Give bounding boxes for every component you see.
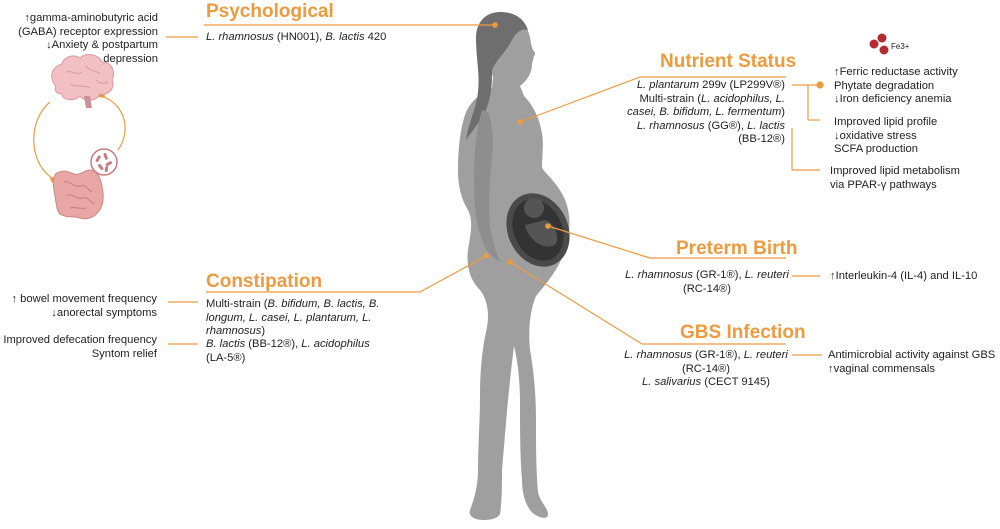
- strain-text: (HN001),: [273, 31, 326, 43]
- species-name: L. reuteri: [744, 269, 789, 281]
- psychological-title: Psychological: [206, 1, 334, 22]
- species-name: rhamnosus: [206, 325, 262, 338]
- strain-line: casei, B. bifidum, L. fermentum): [627, 106, 785, 120]
- species-name: L. rhamnosus: [625, 269, 693, 281]
- text-line: Syntom relief: [91, 347, 157, 360]
- strain-text: (GR-1®),: [691, 349, 744, 361]
- preterm-birth-title: Preterm Birth: [676, 238, 798, 259]
- strain-line: L. rhamnosus (GR-1®), L. reuteri: [618, 269, 796, 283]
- nutrient-status-title: Nutrient Status: [660, 51, 797, 72]
- species-name: L. plantarum: [636, 79, 700, 91]
- iron-label: Fe3+: [891, 42, 910, 51]
- text-line: Antimicrobial activity against GBS: [828, 349, 996, 361]
- text-line: ↑vaginal commensals: [828, 362, 935, 375]
- strain-text: 420: [364, 31, 387, 43]
- fetus-icon: [506, 193, 570, 267]
- constipation-title: Constipation: [206, 271, 323, 292]
- text-line: ↓anorectal symptoms: [51, 306, 157, 319]
- strain-text: (GR-1®),: [692, 269, 745, 281]
- preterm-strains: L. rhamnosus (GR-1®), L. reuteri(RC-14®): [618, 269, 796, 296]
- intestine-icon: [52, 169, 104, 220]
- species-name: L. rhamnosus: [206, 31, 274, 43]
- strain-line: L. rhamnosus (HN001), B. lactis 420: [206, 31, 386, 45]
- gbs-outcomes: Antimicrobial activity against GBS↑vagin…: [828, 349, 995, 376]
- strain-text: (CECT 9145): [701, 376, 770, 389]
- strain-line: B. lactis (BB-12®), L. acidophilus: [206, 338, 370, 352]
- strain-line: (BB-12®): [627, 133, 785, 147]
- text-line: via PPAR-γ pathways: [830, 178, 937, 191]
- species-name: L. rhamnosus: [624, 349, 692, 361]
- strain-line: (RC-14®): [618, 283, 796, 297]
- species-name: L. acidophilus: [301, 338, 370, 350]
- strain-text: Multi-strain (: [639, 92, 702, 105]
- text-line: ↑Interleukin-4 (IL-4) and IL-10: [830, 270, 978, 282]
- strain-text: Multi-strain (: [206, 298, 268, 310]
- iron-dots-icon: [869, 33, 889, 55]
- strain-line: L. plantarum 299v (LP299V®): [627, 79, 785, 93]
- nutrient-strains: L. plantarum 299v (LP299V®)Multi-strain …: [627, 79, 785, 147]
- text-line: ↑gamma-aminobutyric acid: [24, 12, 158, 24]
- text-line: depression: [103, 52, 158, 65]
- text-line: SCFA production: [834, 143, 918, 156]
- strain-line: longum, L. casei, L. plantarum, L.: [206, 312, 379, 326]
- strain-line: (LA-5®): [206, 352, 370, 366]
- species-name: L. reuteri: [743, 349, 788, 361]
- preterm-outcomes: ↑Interleukin-4 (IL-4) and IL-10: [830, 270, 977, 284]
- text-line: ↓Iron deficiency anemia: [834, 93, 952, 106]
- psychological-strains: L. rhamnosus (HN001), B. lactis 420: [206, 31, 386, 45]
- pregnant-woman-figure: [458, 12, 570, 520]
- species-name: B. lactis: [325, 31, 365, 43]
- text-line: ↓Anxiety & postpartum: [46, 39, 158, 52]
- strain-text: ): [261, 325, 266, 338]
- strain-line: L. rhamnosus (GG®), L. lactis: [627, 120, 785, 134]
- text-line: ↓oxidative stress: [834, 129, 917, 142]
- strain-text: (BB-12®),: [245, 338, 302, 350]
- strain-line: Multi-strain (L. acidophilus, L.: [627, 93, 785, 107]
- bacteria-icon: [90, 148, 118, 176]
- constipation-strains-multi: Multi-strain (B. bifidum, B. lactis, B.l…: [206, 298, 379, 339]
- constipation-outcomes-1: ↑ bowel movement frequency↓anorectal sym…: [11, 293, 157, 320]
- text-line: Phytate degradation: [834, 79, 935, 92]
- species-name: L. lactis: [747, 119, 785, 132]
- text-line: (GABA) receptor expression: [18, 25, 158, 38]
- strain-line: (RC-14®): [616, 363, 796, 377]
- strain-text: ): [781, 106, 785, 119]
- strain-line: Multi-strain (B. bifidum, B. lactis, B.: [206, 298, 379, 312]
- species-name: L. acidophilus, L.: [701, 92, 785, 105]
- strain-text: (RC-14®): [681, 362, 731, 375]
- strain-line: L. salivarius (CECT 9145): [616, 376, 796, 390]
- species-name: L. rhamnosus: [636, 119, 705, 132]
- species-name: casei, B. bifidum, L. fermentum: [627, 106, 782, 119]
- strain-line: L. rhamnosus (GR-1®), L. reuteri: [616, 349, 796, 363]
- species-name: longum, L. casei, L. plantarum, L.: [206, 311, 372, 324]
- strain-text: (BB-12®): [738, 133, 785, 146]
- species-name: L. salivarius: [642, 376, 702, 389]
- strain-text: (RC-14®): [682, 282, 732, 295]
- text-line: Improved defecation frequency: [3, 334, 157, 346]
- constipation-strains-bb12: B. lactis (BB-12®), L. acidophilus(LA-5®…: [206, 338, 370, 365]
- strain-text: (LA-5®): [206, 351, 246, 364]
- psychological-outcomes: ↑gamma-aminobutyric acid(GABA) receptor …: [18, 12, 158, 66]
- gbs-strains: L. rhamnosus (GR-1®), L. reuteri(RC-14®)…: [616, 349, 796, 390]
- strain-text: 299v (LP299V®): [699, 79, 785, 91]
- text-line: ↑ bowel movement frequency: [11, 293, 157, 305]
- strain-line: rhamnosus): [206, 325, 379, 339]
- species-name: B. bifidum, B. lactis, B.: [267, 298, 380, 310]
- species-name: B. lactis: [206, 338, 246, 350]
- text-line: Improved lipid profile: [834, 116, 938, 128]
- connector-lines: [33, 22, 824, 356]
- text-line: ↑Ferric reductase activity: [834, 66, 958, 78]
- gbs-infection-title: GBS Infection: [680, 322, 806, 343]
- brain-icon: [51, 54, 115, 108]
- text-line: Improved lipid metabolism: [830, 165, 960, 177]
- strain-text: (GG®),: [704, 119, 748, 132]
